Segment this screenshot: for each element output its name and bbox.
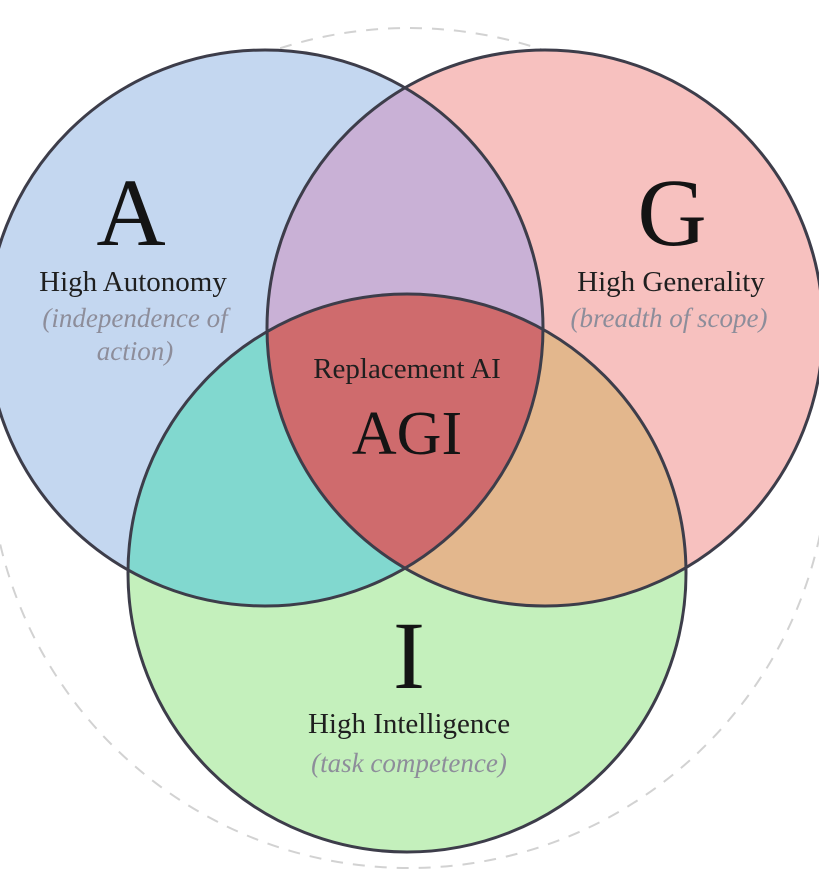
center-label: Replacement AI (313, 353, 501, 385)
autonomy-sub-line2: action) (97, 336, 173, 366)
center-title: AGI (352, 400, 462, 468)
autonomy-sub-line1: (independence of (42, 303, 231, 333)
autonomy-letter: A (96, 159, 165, 266)
generality-label: High Generality (577, 266, 765, 298)
generality-letter: G (637, 159, 706, 266)
intelligence-letter: I (393, 602, 425, 709)
autonomy-label: High Autonomy (39, 266, 227, 298)
generality-sub-line1: (breadth of scope) (571, 303, 768, 333)
generality-outline (265, 48, 819, 608)
intelligence-label: High Intelligence (308, 708, 510, 740)
intelligence-outline (126, 292, 688, 854)
intelligence-sub-line1: (task competence) (311, 748, 507, 778)
